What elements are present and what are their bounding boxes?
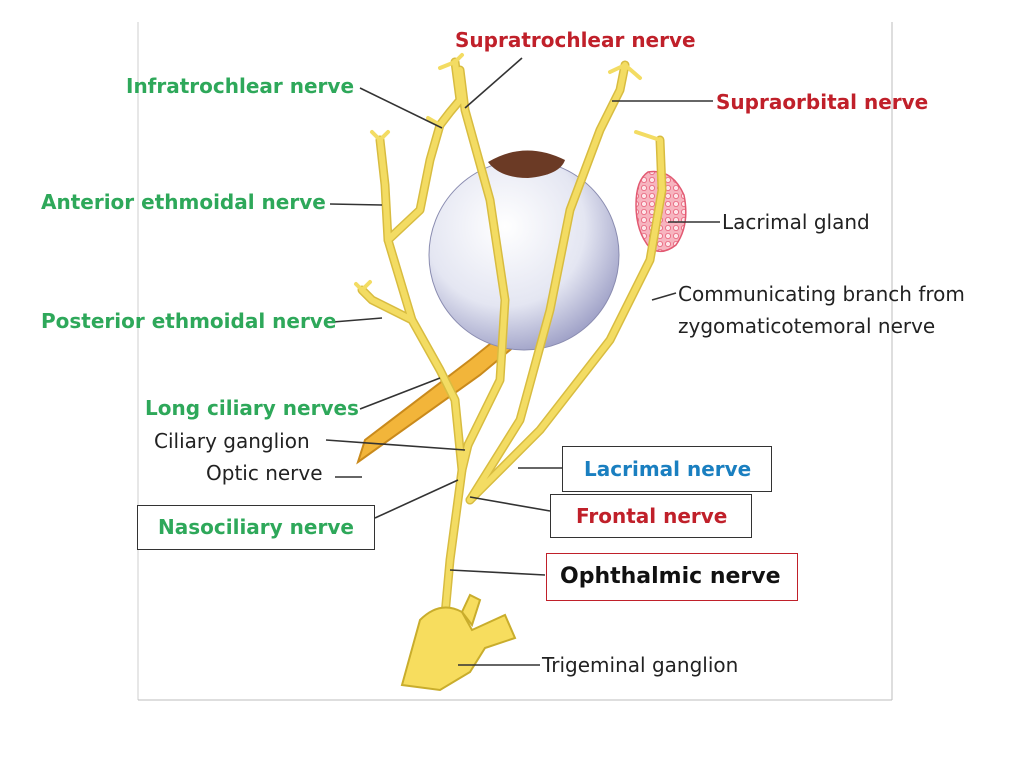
infratrochlear-label: Infratrochlear nerve	[126, 74, 355, 98]
nerve-forks	[354, 53, 662, 292]
communicating-branch-label-1: Communicating branch from	[678, 282, 965, 306]
supratrochlear-label: Supratrochlear nerve	[455, 28, 696, 52]
long-ciliary-label: Long ciliary nerves	[145, 396, 359, 420]
communicating-branch-label-2: zygomaticotemoral nerve	[678, 314, 936, 338]
lacrimal-nerve-label: Lacrimal nerve	[584, 457, 752, 481]
supraorbital-label: Supraorbital nerve	[716, 90, 929, 114]
nerve-branches	[359, 59, 665, 618]
posterior-ethmoidal-label: Posterior ethmoidal nerve	[41, 309, 337, 333]
leader-lines	[325, 57, 720, 666]
nasociliary-label: Nasociliary nerve	[158, 515, 354, 539]
optic-nerve-label: Optic nerve	[206, 461, 323, 485]
ophthalmic-label: Ophthalmic nerve	[560, 564, 781, 589]
lacrimal-nerve-box	[562, 446, 772, 492]
cornea-iris	[488, 150, 565, 178]
frontal-label: Frontal nerve	[576, 504, 728, 528]
nasociliary-nerve-box	[137, 505, 375, 550]
trigeminal-root	[460, 593, 482, 628]
ophthalmic-nerve-box	[546, 553, 798, 601]
ciliary-ganglion-label: Ciliary ganglion	[154, 429, 310, 453]
trigeminal-ganglion-shape	[400, 606, 517, 692]
eyeball	[428, 159, 620, 351]
frontal-nerve-box	[550, 494, 752, 538]
trigeminal-ganglion-label: Trigeminal ganglion	[542, 653, 739, 677]
anterior-ethmoidal-label: Anterior ethmoidal nerve	[41, 190, 326, 214]
lacrimal-gland-label: Lacrimal gland	[722, 210, 870, 234]
